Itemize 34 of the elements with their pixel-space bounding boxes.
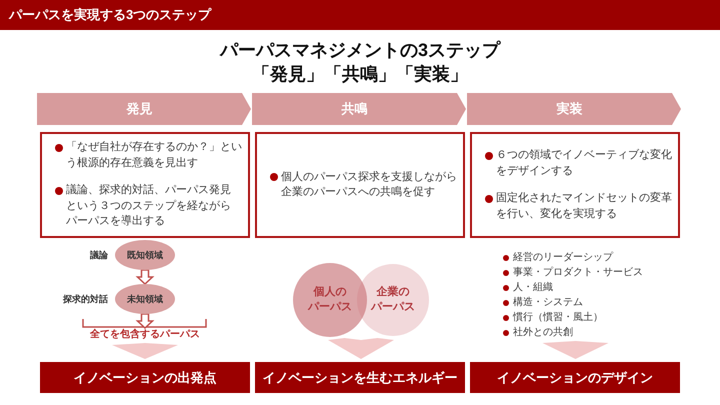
list-item: 人・組織	[513, 280, 553, 295]
bullet-text: 「なぜ自社が存在するのか？」という根源的存在意義を見出す	[66, 140, 243, 171]
triangle-arrow	[361, 338, 394, 359]
text-box	[40, 132, 250, 238]
text-box	[470, 132, 680, 238]
venn-circle: 企業のパーパス	[357, 264, 429, 336]
bullet-text: 議論、探求的対話、パーパス発見という３つのステップを経ながらパーパスを導出する	[66, 183, 232, 230]
ellipse: 未知領域	[115, 284, 175, 314]
result-banner: イノベーションのデザイン	[470, 362, 680, 393]
header-bar: パーパスを実現する3つのステップ	[0, 0, 720, 30]
block-arrow	[136, 269, 154, 286]
bullet-text: 個人のパーパス探求を支援しながら企業のパーパスへの共鳴を促す	[281, 170, 458, 200]
triangle-arrow	[328, 338, 361, 359]
block-arrow	[136, 313, 154, 330]
triangle-arrow	[112, 343, 178, 359]
side-label: 議論	[90, 249, 108, 261]
bracket-label: 全てを包含するパーパス	[90, 328, 200, 342]
list-item: 社外との共創	[513, 326, 573, 340]
text-box	[255, 132, 465, 238]
step-header: 実装	[467, 93, 681, 125]
title: パーパスマネジメントの3ステップ「発見」「共鳴」「実装」	[218, 39, 502, 86]
step-header: 共鳴	[252, 93, 466, 125]
bullet-text: ６つの領域でイノベーティブな変化をデザインする	[496, 148, 673, 178]
triangle-arrow	[542, 341, 608, 359]
result-banner: イノベーションを生むエネルギー	[255, 362, 465, 393]
ellipse: 既知領域	[115, 240, 175, 270]
result-banner: イノベーションの出発点	[40, 362, 250, 393]
side-label: 探求的対話	[63, 293, 108, 305]
list-item: 構造・システム	[513, 296, 583, 310]
list-item: 慣行（慣習・風土）	[513, 310, 603, 325]
list-item: 経営のリーダーシップ	[513, 250, 613, 265]
bullet-text: 固定化されたマインドセットの変革を行い、変化を実現する	[496, 191, 673, 222]
list-item: 事業・プロダクト・サービス	[513, 266, 643, 280]
step-header: 発見	[37, 93, 251, 125]
